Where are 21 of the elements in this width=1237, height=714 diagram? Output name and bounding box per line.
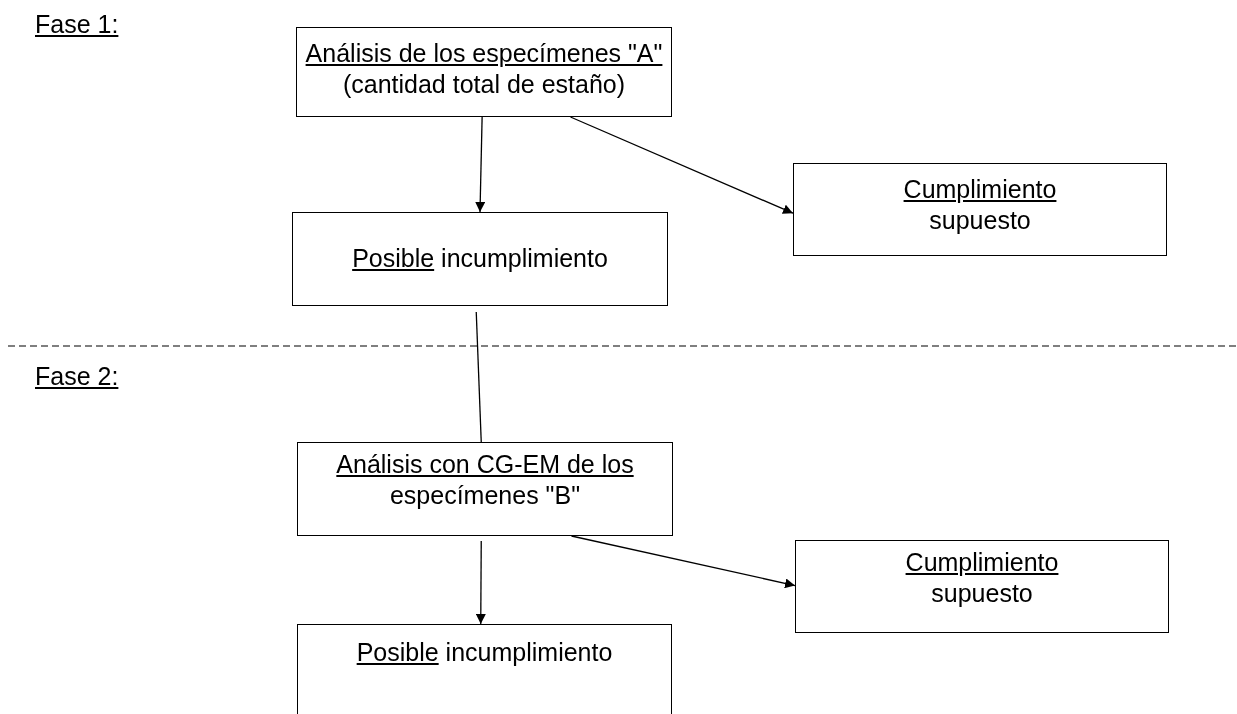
arrow xyxy=(475,116,486,213)
process-box xyxy=(793,163,1167,256)
arrow xyxy=(570,535,796,589)
process-box xyxy=(296,27,672,117)
connector-line xyxy=(475,311,482,443)
phase-label: Fase 2: xyxy=(35,362,119,391)
box-text: supuesto xyxy=(930,578,1034,609)
phase-label: Fase 1: xyxy=(35,10,119,39)
box-text: Posible incumplimiento xyxy=(351,243,609,274)
box-text: Análisis con CG-EM de los especímenes "B" xyxy=(335,449,635,511)
box-text: Análisis de los especímenes "A" (cantidad total de estaño) xyxy=(304,38,664,100)
box-text: Posible incumplimiento xyxy=(355,637,614,668)
process-box xyxy=(292,212,668,306)
process-box xyxy=(297,442,673,536)
process-box xyxy=(795,540,1169,633)
box-heading: Cumplimiento xyxy=(904,547,1060,578)
arrow xyxy=(475,540,486,625)
arrow xyxy=(569,116,794,214)
box-text: supuesto xyxy=(928,205,1032,236)
box-heading: Cumplimiento xyxy=(902,174,1058,205)
process-box xyxy=(297,624,672,714)
